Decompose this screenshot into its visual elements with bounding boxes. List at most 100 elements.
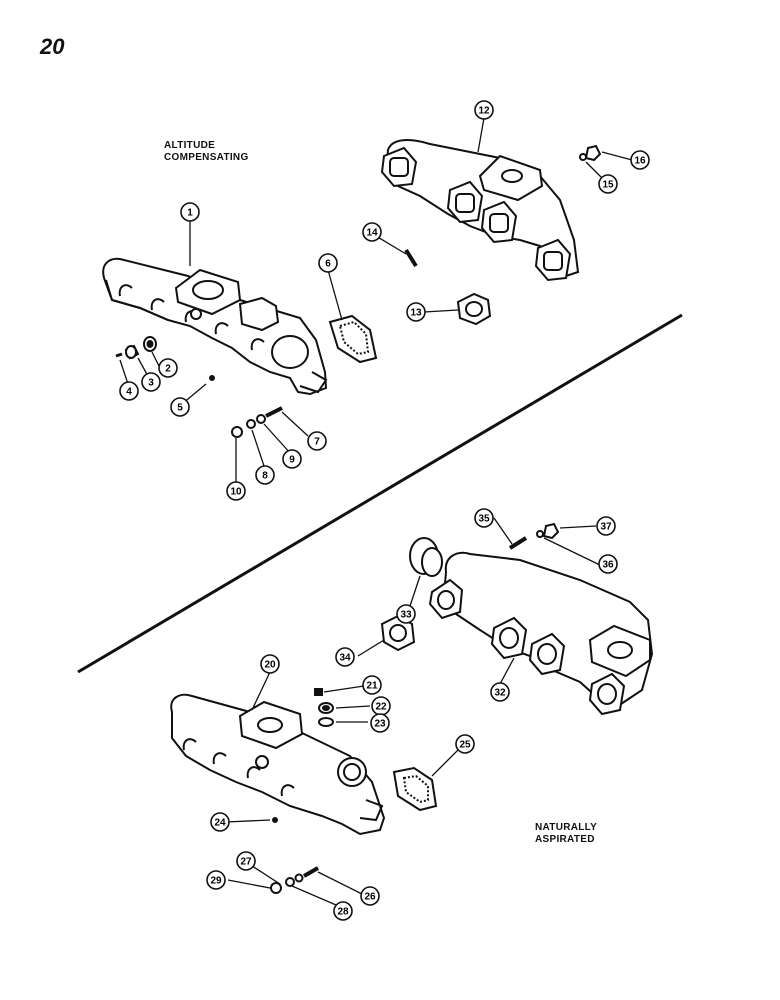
callout-36: 36	[598, 554, 618, 574]
page-number: 20	[40, 34, 65, 59]
callout-circle	[598, 554, 618, 574]
callout-24: 24	[210, 812, 230, 832]
callout-6: 6	[318, 253, 338, 273]
callout-23: 23	[370, 713, 390, 733]
callout-number: 13	[410, 308, 422, 319]
callout-circle	[362, 675, 382, 695]
callout-26: 26	[360, 886, 380, 906]
leader-lines	[119, 117, 633, 909]
callout-circle	[226, 481, 246, 501]
callout-9: 9	[282, 449, 302, 469]
fasteners-35-37	[508, 522, 560, 550]
callout-circle	[406, 302, 426, 322]
callout-4: 4	[119, 381, 139, 401]
callout-number: 15	[602, 180, 614, 191]
callout-circle	[360, 886, 380, 906]
callout-number: 7	[314, 437, 320, 448]
fastener-parts-7-10	[231, 406, 283, 438]
callout-5: 5	[170, 397, 190, 417]
manifold-1	[102, 257, 328, 396]
altitude-compensating-label: ALTITUDE COMPENSATING	[164, 140, 249, 164]
callout-2: 2	[158, 358, 178, 378]
callout-number: 9	[289, 455, 295, 466]
callout-circle	[490, 682, 510, 702]
callout-21: 21	[362, 675, 382, 695]
callout-number: 29	[210, 876, 222, 887]
callout-3: 3	[141, 372, 161, 392]
callout-number: 8	[262, 471, 268, 482]
callout-circle	[596, 516, 616, 536]
callout-circle	[260, 654, 280, 674]
callout-number: 28	[337, 907, 349, 918]
callout-13: 13	[406, 302, 426, 322]
callout-circle	[282, 449, 302, 469]
callout-number: 22	[375, 702, 387, 713]
callout-32: 32	[490, 682, 510, 702]
altitude-label-line2: COMPENSATING	[164, 152, 249, 163]
callout-number: 26	[364, 892, 376, 903]
callout-15: 15	[598, 174, 618, 194]
callout-number: 36	[602, 560, 614, 571]
callout-number: 32	[494, 688, 506, 699]
seal-ring-33	[409, 537, 443, 577]
callout-circle	[210, 812, 230, 832]
callout-circle	[170, 397, 190, 417]
callout-circle	[474, 508, 494, 528]
callout-circle	[180, 202, 200, 222]
nut-washer-15-16	[579, 144, 602, 162]
callout-27: 27	[236, 851, 256, 871]
callout-34: 34	[335, 647, 355, 667]
naturally-label-line1: NATURALLY	[535, 822, 598, 833]
callout-circle	[630, 150, 650, 170]
callout-circle	[119, 381, 139, 401]
callout-circle	[335, 647, 355, 667]
gasket-25	[392, 766, 438, 812]
callout-circle	[396, 604, 416, 624]
callout-number: 12	[478, 106, 490, 117]
gasket-6	[328, 314, 378, 364]
manifold-32	[428, 551, 654, 716]
callout-number: 6	[325, 259, 331, 270]
manifold-20	[170, 693, 386, 836]
callout-number: 24	[214, 818, 226, 829]
callout-circle	[307, 431, 327, 451]
callout-28: 28	[333, 901, 353, 921]
callout-group: 1234567891012131415162021222324252627282…	[119, 100, 650, 921]
callout-37: 37	[596, 516, 616, 536]
callout-number: 20	[264, 660, 276, 671]
stud-14	[404, 248, 418, 268]
callout-20: 20	[260, 654, 280, 674]
callout-35: 35	[474, 508, 494, 528]
callout-circle	[206, 870, 226, 890]
callout-number: 25	[459, 740, 471, 751]
callout-number: 16	[634, 156, 646, 167]
callout-circle	[455, 734, 475, 754]
callout-number: 34	[339, 653, 351, 664]
callout-number: 27	[240, 857, 252, 868]
callout-circle	[370, 713, 390, 733]
callout-circle	[333, 901, 353, 921]
callout-7: 7	[307, 431, 327, 451]
callout-circle	[362, 222, 382, 242]
callout-16: 16	[630, 150, 650, 170]
callout-8: 8	[255, 465, 275, 485]
callout-22: 22	[371, 696, 391, 716]
callout-25: 25	[455, 734, 475, 754]
altitude-label-line1: ALTITUDE	[164, 140, 216, 151]
gasket-13	[456, 292, 492, 326]
callout-12: 12	[474, 100, 494, 120]
callout-number: 35	[478, 514, 490, 525]
callout-1: 1	[180, 202, 200, 222]
callout-circle	[598, 174, 618, 194]
callout-number: 14	[366, 228, 378, 239]
callout-number: 23	[374, 719, 386, 730]
callout-number: 33	[400, 610, 412, 621]
section-divider-line	[77, 313, 683, 674]
callout-number: 2	[165, 364, 171, 375]
callout-14: 14	[362, 222, 382, 242]
plug-parts-2-4	[115, 336, 215, 381]
naturally-aspirated-label: NATURALLY ASPIRATED	[535, 822, 597, 846]
manifold-12	[380, 139, 580, 282]
callout-circle	[474, 100, 494, 120]
callout-33: 33	[396, 604, 416, 624]
